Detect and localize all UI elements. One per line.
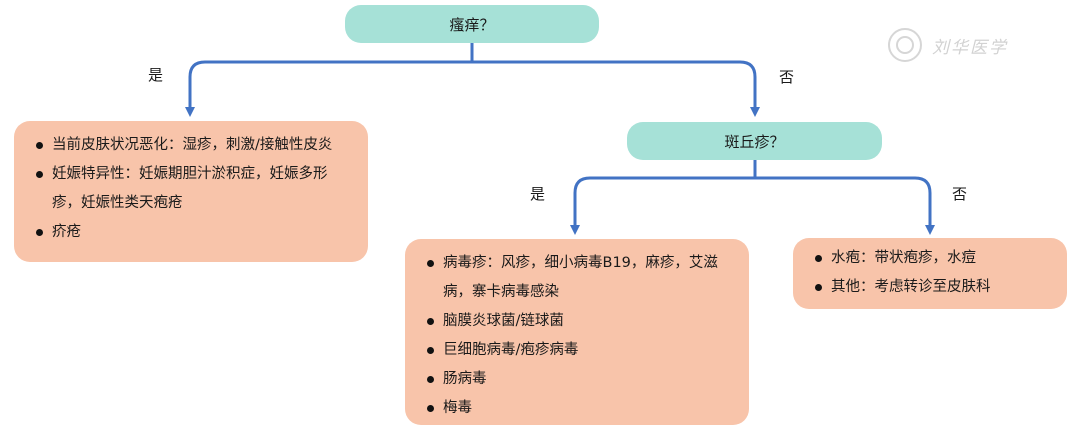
box-viral-infections: 病毒疹：风疹，细小病毒B19，麻疹，艾滋病，寨卡病毒感染 脑膜炎球菌/链球菌 巨… [405,239,749,425]
connector-pruritus-yes [185,60,472,117]
decision-maculopapular: 斑丘疹？ [627,122,882,160]
list-item: 脑膜炎球菌/链球菌 [427,307,731,336]
box-other-conditions: 水疱：带状疱疹，水痘 其他：考虑转诊至皮肤科 [793,238,1067,309]
other-conditions-list: 水疱：带状疱疹，水痘 其他：考虑转诊至皮肤科 [815,244,991,302]
box-skin-conditions: 当前皮肤状况恶化：湿疹，刺激/接触性皮炎 妊娠特异性：妊娠期胆汁淤积症，妊娠多形… [14,121,368,262]
list-item: 妊娠特异性：妊娠期胆汁淤积症，妊娠多形疹，妊娠性类天疱疮 [36,160,350,218]
connector-pruritus-no [472,60,760,117]
watermark: 刘华医学 [888,28,1008,62]
edge-label-yes-mid: 是 [530,185,546,203]
skin-conditions-list: 当前皮肤状况恶化：湿疹，刺激/接触性皮炎 妊娠特异性：妊娠期胆汁淤积症，妊娠多形… [36,131,350,247]
list-item: 病毒疹：风疹，细小病毒B19，麻疹，艾滋病，寨卡病毒感染 [427,249,731,307]
decision-pruritus: 瘙痒？ [345,5,599,43]
connector-macular-no [755,176,935,235]
edge-label-yes-left: 是 [148,66,164,84]
decision-pruritus-label: 瘙痒？ [449,15,495,34]
list-item: 梅毒 [427,394,731,423]
edge-label-no-right: 否 [779,68,795,86]
watermark-text: 刘华医学 [932,37,1008,58]
viral-infections-list: 病毒疹：风疹，细小病毒B19，麻疹，艾滋病，寨卡病毒感染 脑膜炎球菌/链球菌 巨… [427,249,731,423]
decision-maculopapular-label: 斑丘疹？ [724,132,785,151]
list-item: 肠病毒 [427,365,731,394]
list-item: 其他：考虑转诊至皮肤科 [815,273,991,302]
edge-label-no-far: 否 [952,185,968,203]
connector-macular-yes [570,176,755,235]
list-item: 巨细胞病毒/疱疹病毒 [427,336,731,365]
list-item: 当前皮肤状况恶化：湿疹，刺激/接触性皮炎 [36,131,350,160]
list-item: 水疱：带状疱疹，水痘 [815,244,991,273]
list-item: 疥疮 [36,218,350,247]
watermark-seal-icon [888,28,922,62]
